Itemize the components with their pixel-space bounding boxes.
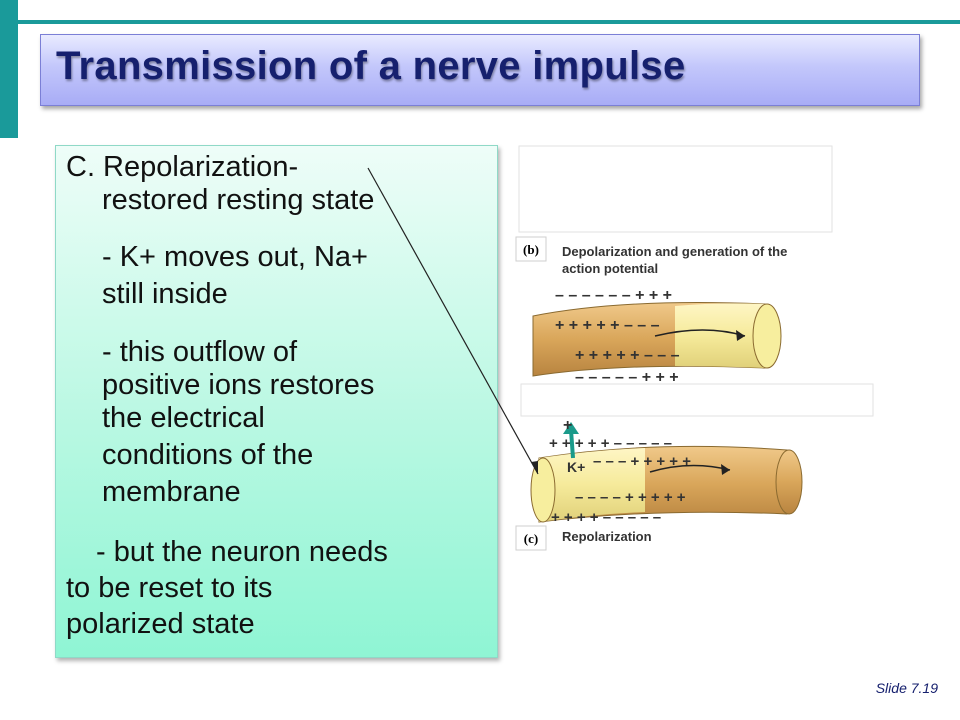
svg-text:– – – + + + + +: – – – + + + + + xyxy=(593,453,691,470)
body-line: still inside xyxy=(102,278,228,310)
body-line: - K+ moves out, Na+ xyxy=(102,241,368,273)
body-line: positive ions restores xyxy=(102,369,375,401)
slide-number: Slide 7.19 xyxy=(875,680,938,696)
body-line: the electrical xyxy=(102,402,265,434)
svg-text:– – – – – + + +: – – – – – + + + xyxy=(575,369,679,386)
body-line: conditions of the xyxy=(102,439,314,471)
top-accent-bar xyxy=(18,20,960,24)
body-line: polarized state xyxy=(66,608,255,640)
figure-panel-top xyxy=(518,145,833,233)
label-c: (c) xyxy=(524,531,538,546)
body-line: membrane xyxy=(102,476,241,508)
svg-text:+ + + + + – – –: + + + + + – – – xyxy=(555,317,660,334)
svg-text:+ + + + + – – – – –: + + + + + – – – – – xyxy=(549,435,672,452)
svg-text:+ + + + – – – – –: + + + + – – – – – xyxy=(551,509,661,526)
slide-title: Transmission of a nerve impulse xyxy=(56,44,686,88)
svg-text:+: + xyxy=(563,417,572,434)
body-line: - but the neuron needs xyxy=(96,536,388,568)
body-line: C. Repolarization- xyxy=(66,151,299,183)
ion-label: K+ xyxy=(567,459,585,475)
label-c-box xyxy=(515,525,547,551)
label-b: (b) xyxy=(523,242,539,257)
body-line: - this outflow of xyxy=(102,336,298,368)
body-line: to be reset to its xyxy=(66,572,273,604)
figure-panel-middle xyxy=(520,383,874,417)
caption-depolarization: Depolarization and generation of the xyxy=(562,244,787,259)
svg-text:– – – – – – + + +: – – – – – – + + + xyxy=(555,287,672,304)
caption-repolarization: Repolarization xyxy=(562,529,652,544)
axon-repolarization: + + + + + + – – – – – K+ – – – + + + + +… xyxy=(530,417,803,526)
caption-action-potential: action potential xyxy=(562,261,658,276)
nerve-impulse-figure: (b) Depolarization and generation of the… xyxy=(515,145,874,551)
title-banner xyxy=(40,34,920,106)
axon-depolarization: – – – – – – + + + + + + + + – – – + + + … xyxy=(532,287,782,386)
svg-text:+ + + + + – – –: + + + + + – – – xyxy=(575,347,680,364)
svg-text:– – – – + + + + +: – – – – + + + + + xyxy=(575,489,686,506)
left-accent-bar xyxy=(0,0,18,138)
body-line: restored resting state xyxy=(102,184,375,216)
